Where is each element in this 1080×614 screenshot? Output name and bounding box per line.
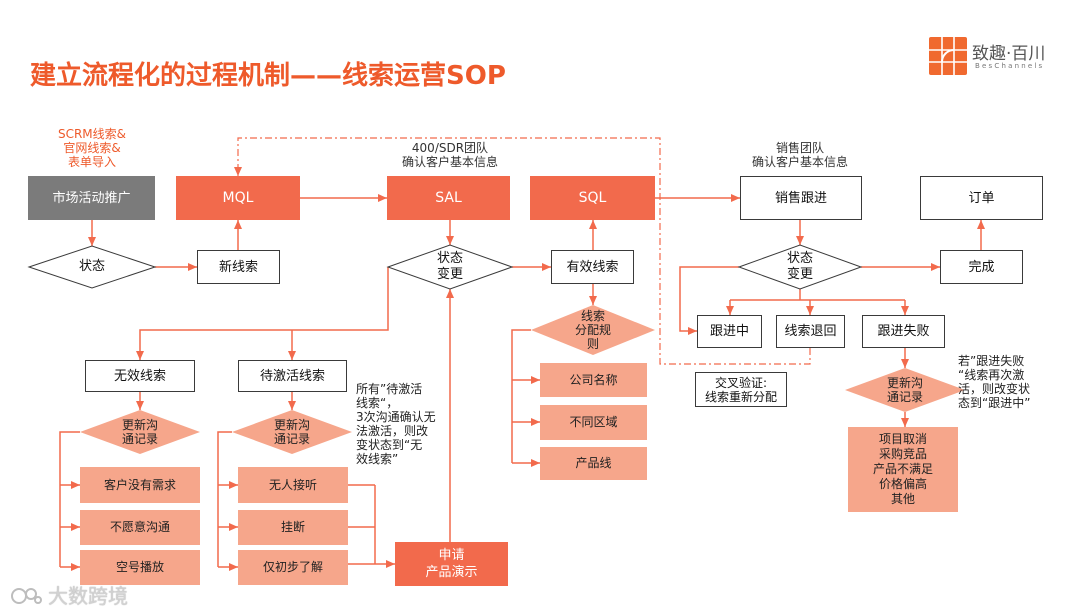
cross-check-box: 交叉验证: 线索重新分配 (695, 372, 787, 407)
assign-rule-label: 线索 分配规 则 (574, 309, 612, 351)
sal-status-change-label: 状态 变更 (436, 251, 464, 282)
failed-update-diamond (845, 368, 965, 412)
assign-rule-item: 公司名称 (540, 363, 647, 397)
arrow-change-loop-to-following (679, 266, 739, 335)
fail-reason-item: 价格偏高 (878, 477, 927, 491)
dashed-return-path (234, 137, 811, 365)
sales-team-note: 销售团队 确认客户基本信息 (751, 141, 849, 169)
failed-update-label: 更新沟 通记录 (886, 376, 924, 404)
lead-sources-note: SCRM线索& 官网线索& 表单导入 (57, 127, 127, 169)
status-label: 状态 (78, 259, 106, 274)
brand-name: 致趣·百川 (972, 44, 1046, 64)
assign-rule-diamond (531, 305, 655, 355)
new-lead-box: 新线索 (197, 250, 280, 284)
invalid-update-diamond (80, 410, 200, 454)
pending-reason-item: 挂断 (238, 510, 348, 545)
assign-rule-item: 产品线 (540, 447, 647, 480)
valid-lead-box: 有效线索 (551, 250, 634, 284)
fail-reason-item: 产品不满足 (872, 462, 933, 476)
sal-box: SAL (387, 176, 510, 220)
arrow-change-to-invalid (136, 267, 389, 360)
status-diamond (27, 245, 157, 289)
sql-box: SQL (530, 176, 655, 220)
failed-rule-note: 若”跟进失败 “线索再次激 活，则改变状 态到“跟进中” (958, 354, 1031, 410)
order-box: 订单 (920, 176, 1043, 220)
sales-status-change-diamond (737, 244, 863, 290)
pending-update-label: 更新沟 通记录 (273, 418, 311, 446)
fail-reason-item: 采购竞品 (878, 447, 927, 461)
invalid-reason-item: 客户没有需求 (80, 467, 200, 503)
done-box: 完成 (940, 250, 1023, 284)
invalid-reason-item: 不愿意沟通 (80, 510, 200, 545)
invalid-lead-box: 无效线索 (85, 360, 195, 392)
invalid-reasons-trunk (59, 431, 80, 567)
pending-reason-item: 无人接听 (238, 467, 348, 503)
pending-reasons-trunk (217, 431, 232, 567)
watermark-logo-icon (11, 588, 42, 604)
mql-box: MQL (176, 176, 300, 220)
brand-logo-icon (929, 37, 967, 75)
sales-follow-box: 销售跟进 (740, 176, 862, 220)
fail-reason-item: 其他 (890, 492, 915, 506)
invalid-update-label: 更新沟 通记录 (121, 418, 159, 446)
pending-lead-box: 待激活线索 (238, 360, 347, 392)
page-title: 建立流程化的过程机制——线索运营SOP (30, 61, 506, 91)
returned-box: 线索退回 (776, 315, 845, 348)
assign-trunk (511, 329, 531, 463)
watermark-text: 大数跨境 (48, 584, 128, 608)
pending-rule-note: 所有”待激活 线索“， 3次沟通确认无 法激活，则改 变状态到“无 效线索” (356, 382, 436, 466)
request-demo-box: 申请 产品演示 (395, 542, 508, 586)
fail-reason-item: 项目取消 (878, 432, 927, 446)
sal-team-note: 400/SDR团队 确认客户基本信息 (401, 141, 499, 169)
fail-reasons-box: 项目取消 采购竞品 产品不满足 价格偏高 其他 (848, 427, 958, 512)
pending-reason-item: 仅初步了解 (238, 550, 348, 585)
brand-subtitle: BesChannels (975, 62, 1045, 70)
failed-box: 跟进失败 (862, 315, 945, 348)
assign-rule-item: 不同区域 (540, 405, 647, 440)
following-box: 跟进中 (697, 315, 762, 348)
market-activity-box: 市场活动推广 (28, 176, 155, 220)
pending-update-diamond (232, 410, 352, 454)
invalid-reason-item: 空号播放 (80, 550, 200, 585)
sales-status-change-label: 状态 变更 (786, 251, 814, 282)
sal-status-change-diamond (386, 244, 514, 290)
